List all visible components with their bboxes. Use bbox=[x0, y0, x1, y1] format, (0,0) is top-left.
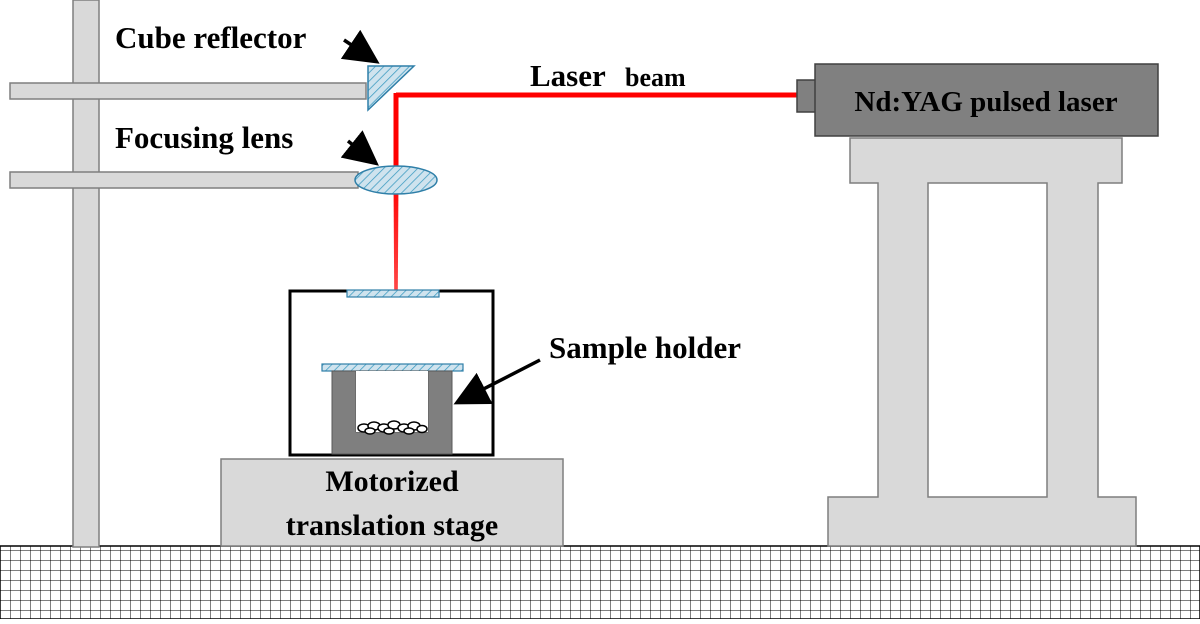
sample-holder-label: Sample holder bbox=[549, 330, 741, 365]
sample-particles bbox=[357, 420, 428, 435]
focusing-lens-label: Focusing lens bbox=[115, 120, 293, 155]
cube-reflector bbox=[367, 65, 416, 112]
holder-cover-plate bbox=[321, 363, 464, 372]
cube-reflector-arrow-icon bbox=[340, 29, 380, 64]
translation-stage bbox=[220, 458, 564, 547]
floor-grid bbox=[0, 545, 1200, 620]
focusing-lens-arrow-icon bbox=[340, 130, 379, 166]
laser-support-stand bbox=[827, 137, 1137, 547]
laser-source-label: Nd:YAG pulsed laser bbox=[854, 86, 1117, 118]
translation-stage-label-line1: Motorized bbox=[325, 465, 459, 498]
focusing-lens bbox=[354, 165, 438, 195]
sample-holder-arrow-icon bbox=[453, 358, 541, 405]
laser-source-port bbox=[796, 79, 818, 113]
stand-arm-lower bbox=[9, 171, 359, 189]
laser-source-body bbox=[814, 63, 1159, 137]
chamber-window bbox=[346, 289, 440, 298]
stand-arm-upper bbox=[9, 82, 367, 100]
translation-stage-label-line2: translation stage bbox=[286, 509, 499, 542]
cube-reflector-label: Cube reflector bbox=[115, 20, 307, 55]
laser-beam-label-2: beam bbox=[625, 63, 686, 92]
stand-post bbox=[72, 0, 100, 548]
laser-beam-label-1: Laser bbox=[530, 58, 606, 93]
